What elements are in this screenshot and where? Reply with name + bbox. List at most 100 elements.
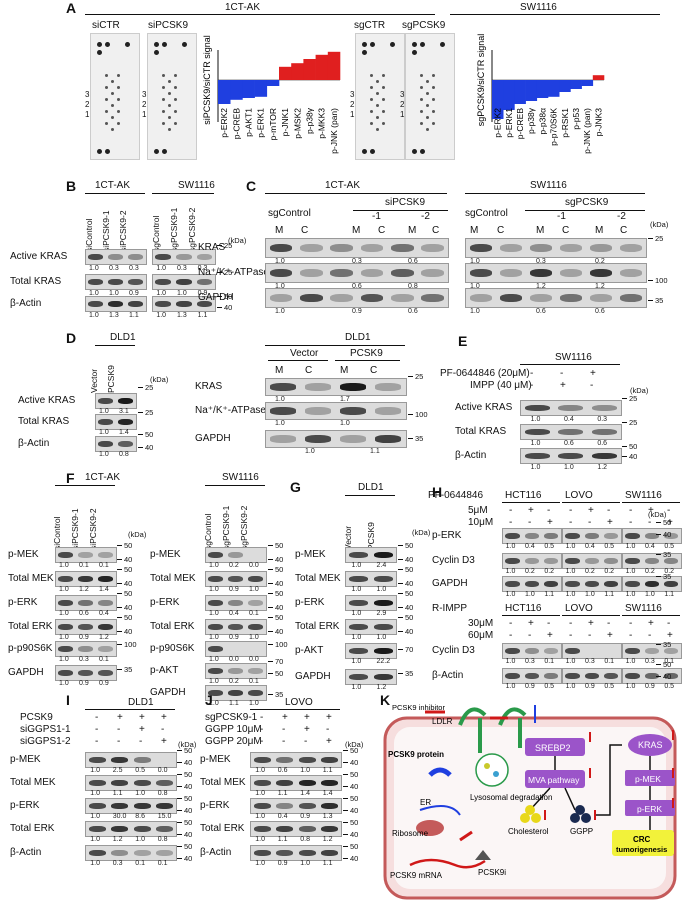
bar <box>559 80 571 92</box>
kda-marker: 40 <box>124 579 133 588</box>
kda-marker: 40 <box>184 830 193 839</box>
kda-tick <box>117 593 122 594</box>
treatment-sign: - <box>667 618 671 629</box>
blot-band <box>543 580 559 588</box>
blot-strip <box>465 238 647 258</box>
kda-marker: 35 <box>415 434 424 443</box>
kda-marker: 40 <box>350 758 359 767</box>
category-label: p-JNK (pan) <box>582 108 592 154</box>
blot-strip <box>95 393 137 409</box>
blot-band <box>248 599 264 607</box>
treatment-sign: - <box>588 517 592 528</box>
quant-value: 2.5 <box>112 767 123 774</box>
blot-strip <box>345 669 397 685</box>
group-title: SW1116 <box>222 472 259 483</box>
array-dot <box>162 98 165 101</box>
treatment-sign: - <box>629 505 633 516</box>
category-label: p-p53 <box>571 108 581 130</box>
blot-band <box>208 599 224 607</box>
array-dot <box>432 122 435 125</box>
quant-value: 1.4 <box>300 790 310 797</box>
blot-band <box>374 673 393 681</box>
quant-value: 1.0 <box>156 290 167 297</box>
blot-band <box>591 428 617 436</box>
blot-band <box>276 756 294 764</box>
array-dot <box>162 74 165 77</box>
blot-band <box>558 404 584 412</box>
quant-value: 1.0 <box>249 586 259 593</box>
array-dot <box>426 128 429 131</box>
lane-number: -1 <box>557 211 566 222</box>
blot-band <box>270 435 297 443</box>
array-index: 3 <box>142 90 147 99</box>
array-dot <box>174 98 177 101</box>
blot-band <box>421 293 445 303</box>
quant-value: 1.0 <box>275 396 285 403</box>
category-label: p-p38γ <box>305 107 315 134</box>
blot-band <box>155 253 171 261</box>
blot-band <box>349 575 368 583</box>
quant-value: 1.0 <box>625 591 636 598</box>
treatment-sign: - <box>607 505 611 516</box>
blot-band <box>133 802 151 810</box>
treatment-sign: - <box>509 517 513 528</box>
row-label: p-MEK <box>8 549 39 560</box>
array-dot <box>376 116 379 119</box>
blot-band <box>156 779 174 787</box>
quant-value: 15.0 <box>157 813 172 820</box>
blot-band <box>248 575 264 583</box>
array-index: 3 <box>85 90 90 99</box>
array-index: 1 <box>85 110 90 119</box>
blot-band <box>543 672 559 680</box>
kda-tick <box>398 607 403 608</box>
quant-value: 1.0 <box>300 860 310 867</box>
row-label: Total KRAS <box>10 276 62 287</box>
kda-tick <box>398 593 403 594</box>
quant-value: 1.2 <box>112 836 123 843</box>
kda-tick <box>398 617 403 618</box>
treatment-sign: - <box>509 618 513 629</box>
lane-label: sgControl <box>151 215 161 252</box>
array-dot <box>412 50 417 55</box>
blot-band <box>663 580 679 588</box>
blot-band <box>469 268 493 278</box>
kda-tick <box>398 559 403 560</box>
fraction-label: C <box>620 225 628 236</box>
treatment-label: PF-0644846 <box>428 490 484 501</box>
quant-value: 0.8 <box>408 283 418 290</box>
group-line <box>353 210 448 211</box>
blot-band <box>619 243 643 253</box>
kda-tick <box>398 673 403 674</box>
blot-band <box>374 599 393 607</box>
quant-value: 1.1 <box>322 767 333 774</box>
quant-value: 1.0 <box>565 683 576 690</box>
quant-value: 0.3 <box>585 658 595 665</box>
quant-value: 0.1 <box>99 562 109 569</box>
bar <box>525 80 538 101</box>
blot-band <box>111 825 129 833</box>
kda-tick <box>138 434 143 435</box>
kda-marker: 25 <box>145 408 154 417</box>
blot-strip <box>622 643 682 659</box>
fraction-label: M <box>470 225 479 236</box>
treatment-sign: - <box>326 724 330 735</box>
quant-value: 0.6 <box>79 610 89 617</box>
blot-band <box>208 575 224 583</box>
group-title: 1CT-AK <box>95 180 131 191</box>
blot-strip <box>152 296 216 312</box>
blot-band <box>340 383 367 391</box>
kda-marker: 40 <box>124 555 133 564</box>
quant-value: 0.2 <box>585 568 595 575</box>
blot-band <box>565 647 580 655</box>
row-label: p-MEK <box>10 754 41 765</box>
quant-value: 0.8 <box>119 451 129 458</box>
blot-band <box>499 268 523 278</box>
treatment-label: PF-0644846 (20μM) <box>440 368 530 379</box>
blot-band <box>253 756 271 764</box>
treatment-sign: - <box>117 736 121 747</box>
row-label: GAPDH <box>195 433 231 444</box>
quant-value: 8.6 <box>135 813 145 820</box>
group-line <box>520 364 620 365</box>
kda-tick <box>268 607 273 608</box>
bar <box>279 66 292 80</box>
